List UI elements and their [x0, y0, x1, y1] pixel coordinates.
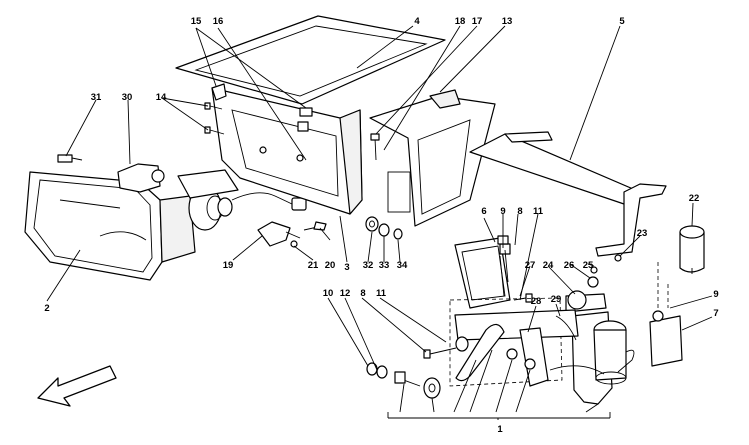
callout-5: 5 [619, 16, 625, 27]
callout-6: 6 [481, 206, 486, 217]
callout-10: 10 [323, 288, 334, 299]
callout-17: 17 [472, 16, 483, 27]
sensor-group [257, 221, 327, 248]
callout-16: 16 [213, 16, 224, 27]
spacer-set [365, 216, 403, 240]
headlamp-box [175, 15, 446, 215]
callout-23: 23 [637, 228, 648, 239]
headlamp-assembly [24, 154, 307, 281]
leader-lines [46, 25, 713, 420]
support-bracket [369, 89, 496, 227]
lift-mechanism [366, 235, 683, 419]
callout-4: 4 [414, 16, 420, 27]
callout-18: 18 [455, 16, 466, 27]
callout-3: 3 [344, 262, 349, 273]
callout-22: 22 [689, 193, 700, 204]
callout-12: 12 [340, 288, 351, 299]
callout-11b: 11 [376, 288, 387, 299]
callout-7: 7 [713, 308, 718, 319]
callout-labels: 1 2 3 4 5 6 7 8 8 9 9 10 11 11 12 13 14 … [44, 16, 718, 435]
bulb [679, 225, 705, 274]
callout-14: 14 [156, 92, 167, 103]
callout-15: 15 [191, 16, 202, 27]
callout-19: 19 [223, 260, 234, 271]
callout-34: 34 [397, 260, 408, 271]
callout-24: 24 [543, 260, 554, 271]
callout-26: 26 [564, 260, 575, 271]
callout-30: 30 [122, 92, 133, 103]
callout-21: 21 [308, 260, 319, 271]
callout-13: 13 [502, 16, 513, 27]
callout-29: 29 [551, 294, 562, 305]
callout-1: 1 [497, 424, 503, 435]
callout-31: 31 [91, 92, 102, 103]
callout-2: 2 [44, 303, 49, 314]
callout-27: 27 [525, 260, 536, 271]
callout-9a: 9 [500, 206, 505, 217]
callout-20: 20 [325, 260, 336, 271]
callout-32: 32 [363, 260, 374, 271]
callout-8a: 8 [517, 206, 522, 217]
cross-bar [469, 131, 667, 257]
callout-11a: 11 [533, 206, 544, 217]
callout-33: 33 [379, 260, 390, 271]
callout-9b: 9 [713, 289, 718, 300]
callout-8b: 8 [360, 288, 365, 299]
callout-28: 28 [531, 296, 542, 307]
direction-arrow [37, 365, 117, 407]
callout-25: 25 [583, 260, 594, 271]
